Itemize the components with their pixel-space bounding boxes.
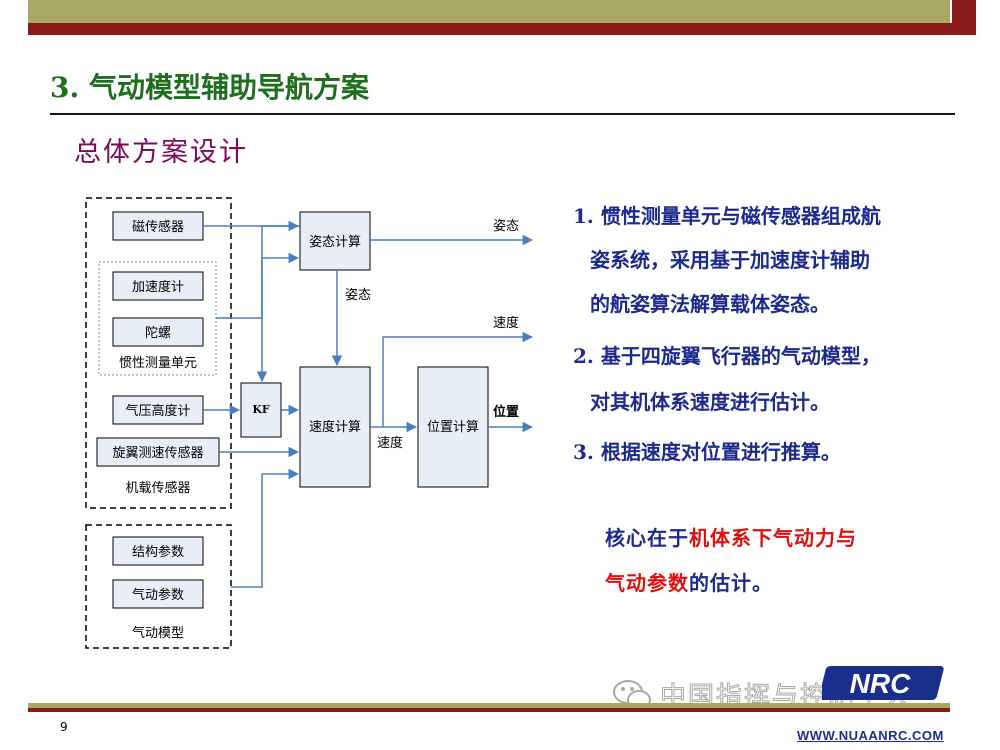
kf-label: KF xyxy=(252,403,270,416)
arrow-aero-to-velocity xyxy=(231,468,300,588)
aero-model-group-label: 气动模型 xyxy=(132,625,184,641)
section-title: 总体方案设计 xyxy=(74,137,248,168)
velocity-output-label: 速度 xyxy=(493,315,519,331)
barometer-label: 气压高度计 xyxy=(125,403,190,419)
structure-params-label: 结构参数 xyxy=(132,544,184,560)
position-calc-block xyxy=(417,366,489,488)
bottom-banner-red xyxy=(28,708,950,712)
aero-params-label: 气动参数 xyxy=(132,587,184,603)
gyro-label: 陀螺 xyxy=(145,325,171,341)
kf-block xyxy=(240,382,282,438)
aero-params-box xyxy=(112,579,204,609)
barometer-box xyxy=(112,395,204,425)
imu-group-label: 惯性测量单元 xyxy=(119,355,197,371)
position-output-label: 位置 xyxy=(493,404,519,420)
magnetic-sensor-label: 磁传感器 xyxy=(132,219,184,235)
magnetic-sensor-box xyxy=(112,211,204,241)
nrc-logo-text: NRC xyxy=(850,668,911,699)
page-number: 9 xyxy=(60,720,68,734)
position-calc-label: 位置计算 xyxy=(427,420,479,435)
point-2-line-2: 对其机体系速度进行估计。 xyxy=(590,390,830,414)
structure-params-box xyxy=(112,536,204,566)
slide-title: 3. 气动模型辅助导航方案 xyxy=(50,71,369,104)
velocity-mid-label: 速度 xyxy=(377,435,403,451)
nrc-logo: NRC xyxy=(822,666,944,700)
arrow-attitude-to-kf xyxy=(256,225,300,383)
core-statement-line-2: 气动参数的估计。 xyxy=(605,571,773,595)
top-corner-box xyxy=(950,0,976,23)
point-2-line-1: 2. 基于四旋翼飞行器的气动模型， xyxy=(573,344,881,368)
gyro-box xyxy=(112,317,204,347)
velocity-calc-label: 速度计算 xyxy=(309,419,361,435)
arrow-imu-to-attitude xyxy=(216,252,300,319)
accelerometer-label: 加速度计 xyxy=(132,279,184,295)
arrow-velocity-output xyxy=(382,331,534,427)
top-banner-olive xyxy=(28,0,950,23)
footer-url-link[interactable]: WWW.NUAANRC.COM xyxy=(797,728,944,743)
point-1-line-3: 的航姿算法解算载体姿态。 xyxy=(590,292,830,316)
accelerometer-box xyxy=(112,271,204,301)
core-statement-line-1: 核心在于机体系下气动力与 xyxy=(605,526,857,550)
onboard-sensors-group xyxy=(85,197,232,509)
title-rule xyxy=(50,113,955,115)
bottom-banner-olive xyxy=(28,703,950,708)
point-1-line-2: 姿系统，采用基于加速度计辅助 xyxy=(590,248,870,272)
point-1-line-1: 1. 惯性测量单元与磁传感器组成航 xyxy=(573,204,881,228)
attitude-output-label: 姿态 xyxy=(493,218,519,234)
top-banner-red xyxy=(28,23,976,35)
point-3-line-1: 3. 根据速度对位置进行推算。 xyxy=(573,440,841,464)
aero-model-group xyxy=(85,524,232,649)
velocity-calc-block xyxy=(299,366,371,488)
attitude-mid-label: 姿态 xyxy=(345,287,371,303)
rotor-speed-sensor-box xyxy=(96,437,220,467)
attitude-calc-label: 姿态计算 xyxy=(309,234,361,250)
onboard-sensors-group-label: 机载传感器 xyxy=(125,480,190,496)
attitude-calc-block xyxy=(299,211,371,271)
rotor-speed-sensor-label: 旋翼测速传感器 xyxy=(112,445,203,461)
